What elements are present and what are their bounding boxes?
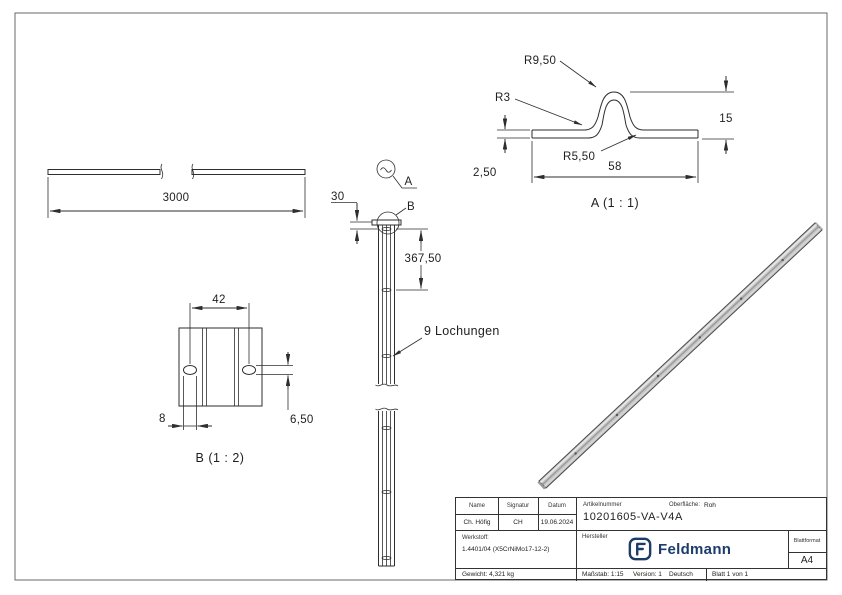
weight-value: Gewicht: 4,321 kg [462,571,515,578]
article-label: Artikelnummer [583,502,622,508]
signature-header: Signatur [506,503,530,509]
format-label: Blattformat [793,538,821,544]
name-value: Ch. Höfig [463,518,491,526]
detail-b-view: 42 8 6,50 B (1 : 2) [159,294,314,465]
dim-2-50: 2,50 [473,167,497,179]
dim-367-50: 367,50 [405,253,442,265]
format-value: A4 [800,554,814,566]
dim-r3: R3 [495,92,510,104]
dim-r9-50: R9,50 [524,55,556,67]
page-border [14,12,828,581]
surface-label: Oberfläche: [669,502,701,508]
detail-a-label: A (1 : 1) [591,196,639,210]
holes-note: 9 Lochungen [424,324,500,338]
dim-58: 58 [608,161,621,173]
material-label: Werkstoff: [462,535,489,541]
dim-15: 15 [719,113,732,125]
divider [788,552,826,553]
divider [788,530,789,568]
version-value: Version: 1 [633,571,662,578]
material-value: 1.4401/04 (X5CrNiMo17-12-2) [462,546,550,553]
dim-8: 8 [159,413,166,425]
manufacturer-label: Hersteller [582,534,608,540]
divider [456,568,826,569]
dim-length-3000: 3000 [163,192,190,204]
divider [456,514,576,515]
date-header: Datum [548,503,566,509]
dim-r5-50: R5,50 [563,151,595,163]
language-value: Deutsch [669,571,693,578]
feldmann-f-icon [628,537,652,561]
divider [538,498,539,530]
detail-a-view: R9,50 R3 R5,50 15 2,50 58 [473,55,734,210]
dim-6-50: 6,50 [290,414,314,426]
date-value: 19.06.2024 [540,518,574,526]
signature-value: CH [513,518,523,526]
title-block: Name Signatur Datum Ch. Höfig CH 19.06.2… [455,497,827,581]
divider [576,498,577,581]
front-view: A B [331,159,500,567]
side-view: 3000 [47,163,306,218]
detail-b-label: B (1 : 2) [196,451,245,465]
dim-42: 42 [212,294,225,306]
surface-value: Roh [704,501,716,509]
divider [706,568,707,581]
name-header: Name [468,503,485,509]
detail-b-marker-label: B [407,201,415,213]
isometric-view [537,222,823,490]
section-a-label: A [405,176,413,188]
brand-name: Feldmann [658,540,732,558]
article-number: 10201605-VA-V4A [583,511,683,523]
dim-30: 30 [331,191,344,203]
scale-value: Maßstab: 1:15 [582,571,624,578]
brand-logo: Feldmann [628,537,731,561]
divider [456,530,826,531]
divider [498,498,499,530]
sheet-value: Blatt 1 von 1 [712,571,749,578]
